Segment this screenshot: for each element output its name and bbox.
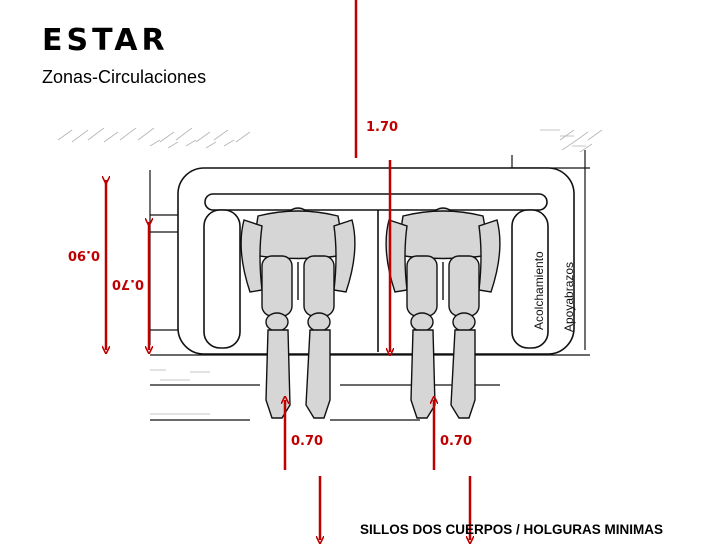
seated-figure-left	[240, 207, 356, 419]
top-width-label: 1.70	[366, 120, 398, 135]
front-clearance-right-label: 0.70	[440, 434, 472, 449]
padding-label: Acolchamiento	[532, 251, 546, 330]
page-subtitle: Zonas-Circulaciones	[42, 67, 207, 87]
left-inner-depth-label: 0.70	[112, 276, 144, 291]
diagram-caption: SILLOS DOS CUERPOS / HOLGURAS MINIMAS	[360, 522, 664, 537]
seated-figure-right	[385, 207, 501, 419]
armrest-label: Apoyabrazos	[562, 262, 576, 332]
dimension-lines	[106, 0, 470, 540]
sofa	[177, 167, 575, 355]
sofa-left-arm	[203, 209, 241, 349]
front-clearance-left-label: 0.70	[291, 434, 323, 449]
sofa-backrest	[204, 193, 548, 211]
sofa-right-arm	[511, 209, 549, 349]
page-title: ESTAR	[42, 23, 169, 58]
left-outer-depth-label: 0.90	[68, 247, 100, 262]
